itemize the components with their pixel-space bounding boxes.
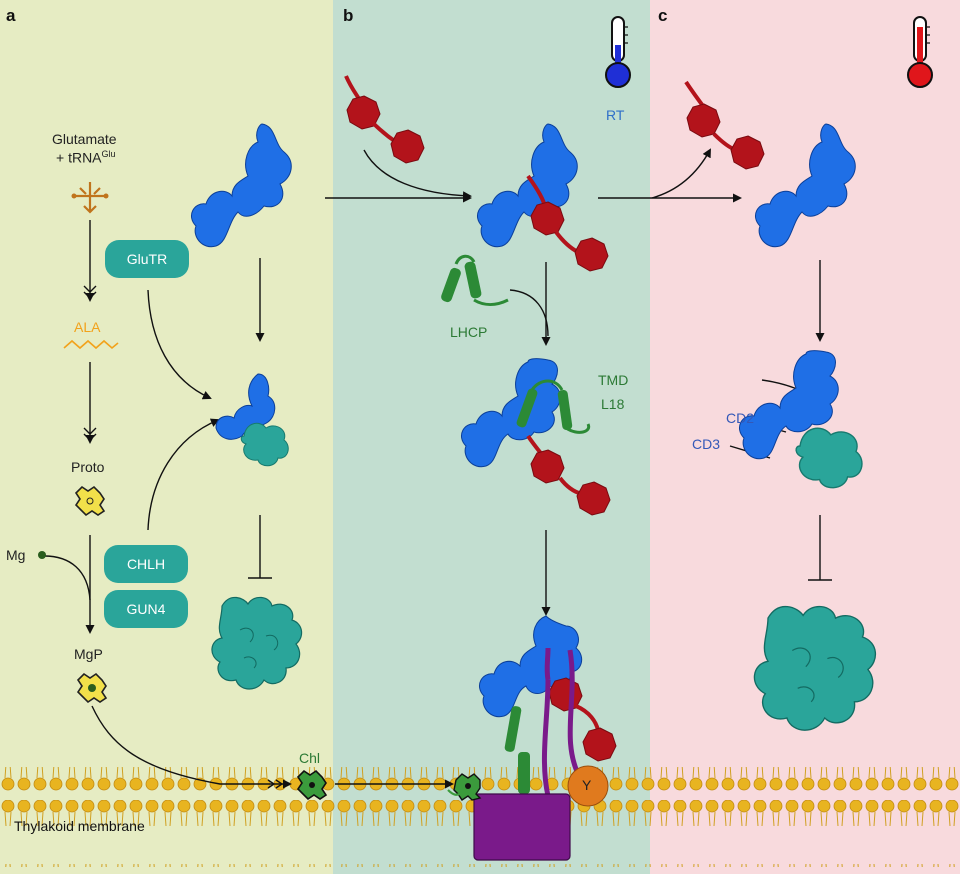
trna-icon	[71, 182, 109, 214]
clp-protease-a	[211, 596, 303, 690]
glutr-gbp-complex-c	[739, 350, 863, 489]
thermometer-cold-icon	[605, 16, 631, 88]
panel-label-c: c	[658, 6, 668, 25]
gun4-pill: GUN4	[104, 590, 188, 628]
cd2-label: CD2	[726, 410, 755, 426]
y-protein-label: Y	[582, 777, 592, 793]
glutr-bound-red	[477, 123, 609, 272]
trna-label: + tRNAGlu	[56, 149, 116, 166]
trna-text: + tRNA	[56, 149, 102, 166]
mg-dot	[38, 551, 46, 559]
membrane-complex	[447, 615, 617, 861]
panel-label-b: b	[343, 6, 354, 25]
clp-protease-c	[753, 605, 876, 731]
proto-porphyrin-icon	[75, 486, 105, 516]
red-protein-released	[684, 80, 765, 170]
proto-label: Proto	[71, 459, 105, 475]
pathway-arrows-a	[43, 193, 472, 789]
panel-label-a: a	[6, 6, 16, 25]
thermometer-hot-icon	[907, 16, 933, 88]
cd3-label: CD3	[692, 436, 721, 452]
mgp-center-dot	[88, 684, 96, 692]
l18-label: L18	[601, 396, 625, 412]
glutr-free-c	[755, 123, 856, 248]
glutr-gbp-complex	[215, 373, 289, 467]
chl-icon	[296, 769, 328, 801]
tmd-label: TMD	[598, 372, 629, 388]
chl-label: Chl	[299, 750, 321, 766]
ala-label: ALA	[74, 319, 101, 335]
rt-label: RT	[606, 107, 625, 123]
glutr-dimer-blue	[191, 123, 292, 248]
mgp-label: MgP	[74, 646, 103, 662]
lhcp-icon	[441, 254, 509, 306]
pathway-arrows-b	[363, 148, 742, 616]
ala-zigzag	[63, 339, 119, 350]
glutamate-label: Glutamate	[52, 131, 117, 147]
trna-superscript: Glu	[101, 149, 116, 159]
glutr-pill: GluTR	[105, 240, 189, 278]
lhcp-label: LHCP	[450, 324, 488, 340]
ternary-complex	[461, 358, 611, 516]
membrane-label: Thylakoid membrane	[14, 818, 145, 834]
mg-label: Mg	[6, 547, 26, 563]
chlh-pill: CHLH	[104, 545, 188, 583]
